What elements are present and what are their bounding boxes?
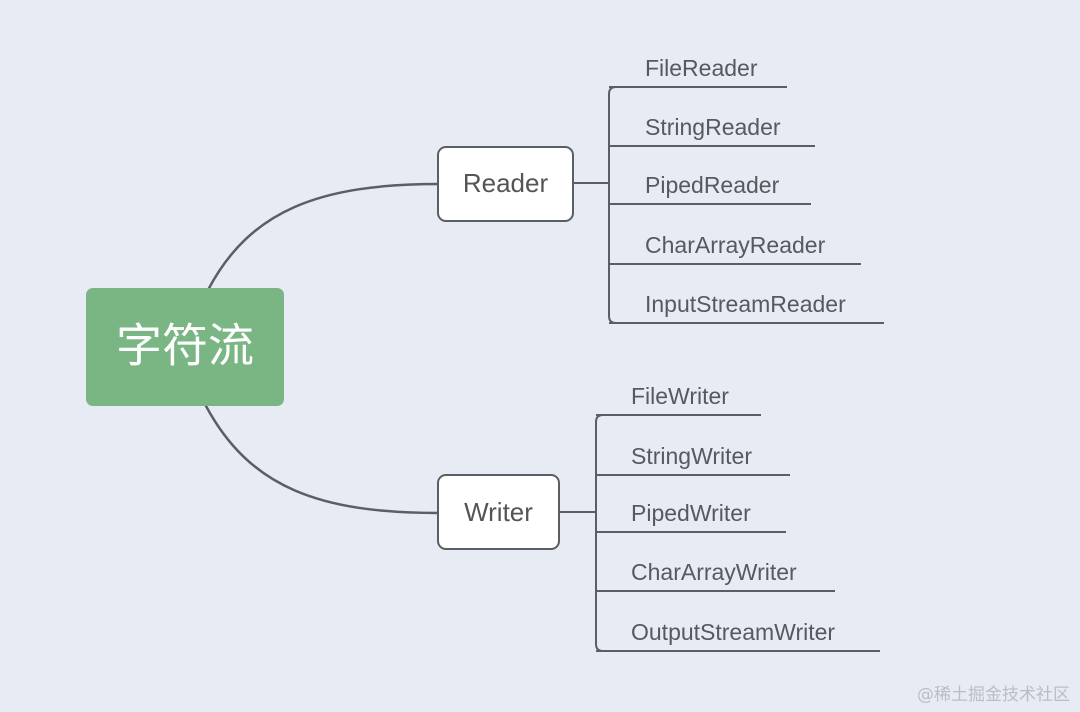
branch-writer-label: Writer — [464, 497, 533, 527]
watermark-text: @稀土掘金技术社区 — [917, 685, 1070, 705]
root-reader-connector — [206, 182, 441, 292]
leaf-item: FileReader — [609, 55, 787, 88]
leaf-label: StringWriter — [631, 443, 752, 469]
branch-reader: Reader FileReader StringReader PipedRead… — [437, 55, 884, 324]
leaf-item: OutputStreamWriter — [596, 619, 880, 652]
root-node-label: 字符流 — [116, 319, 254, 373]
root-node-box — [86, 288, 284, 406]
leaf-label: FileReader — [645, 55, 758, 81]
leaf-item: StringReader — [609, 114, 815, 147]
leaf-item: StringWriter — [596, 443, 790, 476]
leaf-item: InputStreamReader — [609, 291, 884, 324]
leaf-item: PipedReader — [609, 172, 811, 205]
leaf-label: InputStreamReader — [645, 291, 846, 317]
leaf-label: CharArrayReader — [645, 232, 826, 258]
leaf-label: StringReader — [645, 114, 781, 140]
leaf-label: FileWriter — [631, 383, 729, 409]
root-node: 字符流 — [86, 288, 284, 406]
branch-writer: Writer FileWriter StringWriter PipedWrit… — [437, 383, 880, 652]
leaf-item: FileWriter — [596, 383, 761, 416]
leaf-item: CharArrayReader — [609, 232, 861, 265]
leaf-label: PipedReader — [645, 172, 780, 198]
leaf-label: CharArrayWriter — [631, 559, 797, 585]
leaf-label: OutputStreamWriter — [631, 619, 835, 645]
branch-reader-label: Reader — [463, 168, 549, 198]
leaf-label: PipedWriter — [631, 500, 751, 526]
root-writer-connector — [204, 404, 441, 515]
leaf-item: CharArrayWriter — [596, 559, 835, 592]
leaf-item: PipedWriter — [596, 500, 786, 533]
